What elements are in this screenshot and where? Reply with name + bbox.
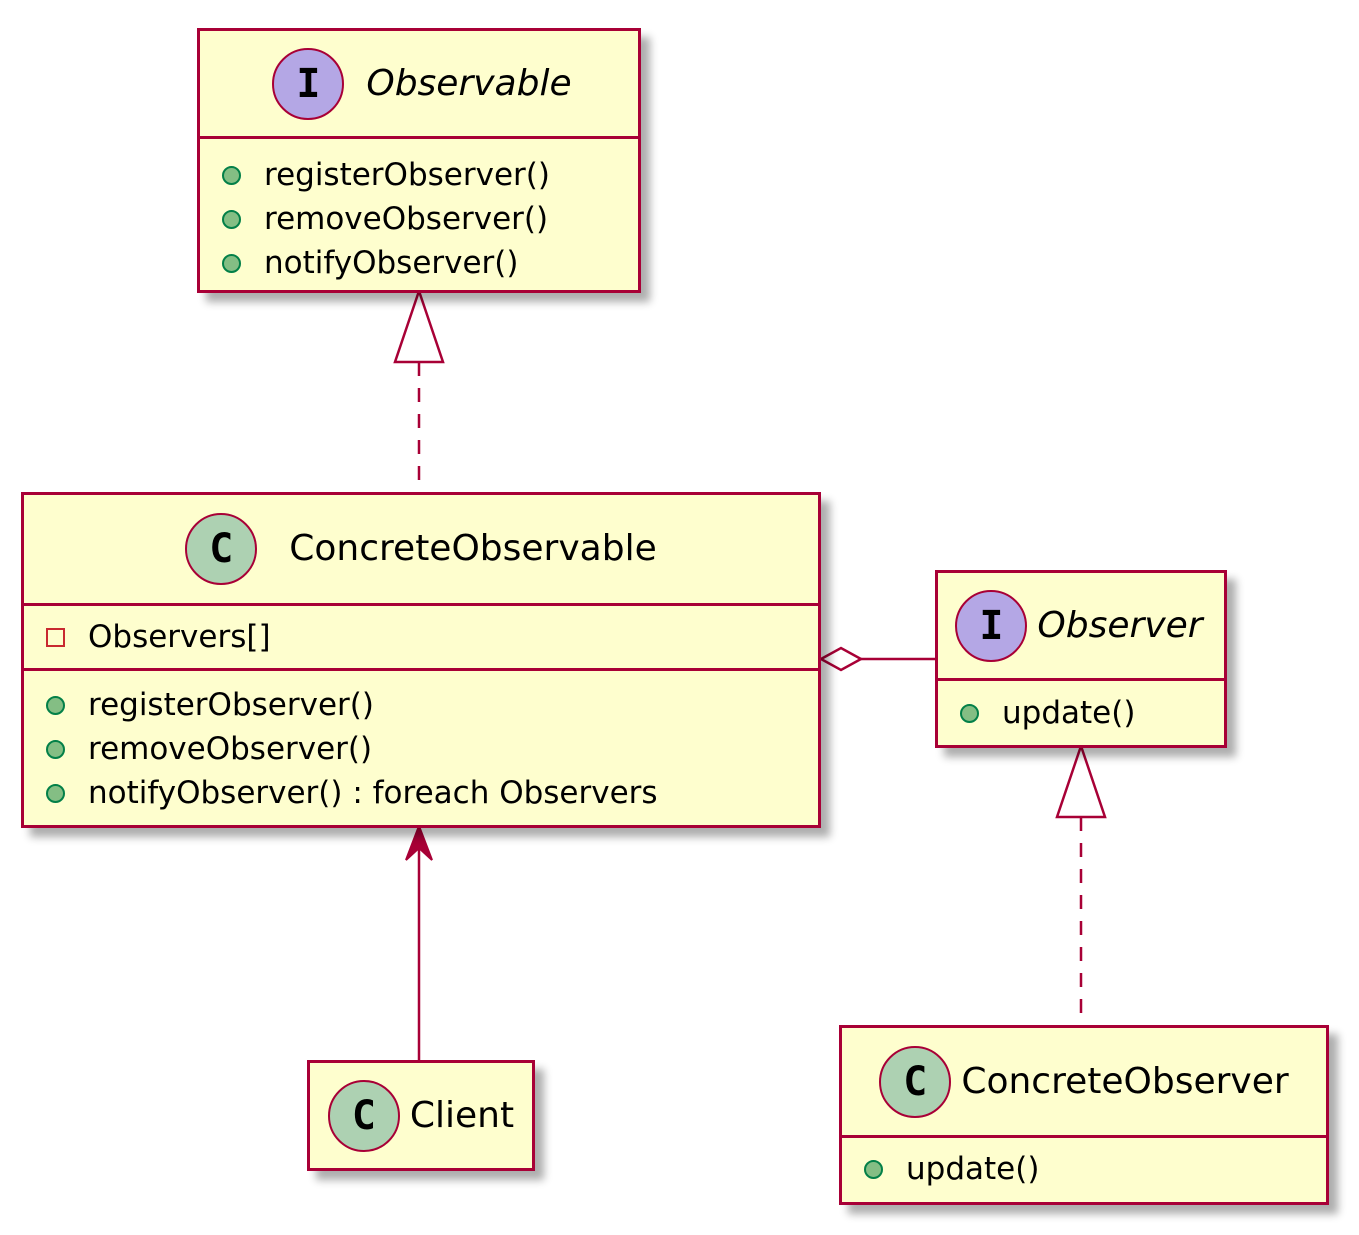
method-row: update() (864, 1147, 1326, 1191)
method-text: notifyObserver() : foreach Observers (88, 775, 658, 811)
realization-arrowhead-observable (393, 287, 445, 364)
method-row: registerObserver() (222, 153, 638, 197)
method-row: removeObserver() (46, 727, 818, 771)
class-badge-icon: C (185, 513, 258, 585)
public-method-icon (960, 703, 979, 723)
class-name: ConcreteObserver (961, 1060, 1289, 1102)
interface-badge-icon: I (955, 589, 1028, 662)
method-row: removeObserver() (222, 197, 638, 241)
method-section: update() (938, 681, 1224, 745)
method-text: registerObserver() (264, 157, 550, 193)
class-name: Observer (1037, 604, 1203, 646)
field-text: Observers[] (88, 619, 271, 655)
class-badge-icon: C (327, 1079, 400, 1152)
method-section: registerObserver() removeObserver() noti… (200, 139, 638, 295)
class-name: ConcreteObservable (289, 528, 657, 569)
method-text: update() (906, 1151, 1040, 1187)
class-header: C ConcreteObserver (842, 1028, 1326, 1138)
public-method-icon (46, 783, 65, 803)
class-observable: I Observable registerObserver() removeOb… (197, 28, 641, 293)
method-row: notifyObserver() : foreach Observers (46, 771, 818, 815)
field-section: Observers[] (24, 606, 818, 671)
class-name: Observable (366, 62, 572, 104)
method-text: update() (1002, 695, 1136, 731)
class-client: C Client (307, 1060, 535, 1171)
class-name: Client (409, 1094, 515, 1136)
class-concrete-observable: C ConcreteObservable Observers[] registe… (21, 492, 821, 828)
method-section: registerObserver() removeObserver() noti… (24, 671, 818, 825)
class-badge-icon: C (879, 1045, 952, 1118)
public-method-icon (222, 165, 241, 185)
method-row: registerObserver() (46, 683, 818, 727)
class-observer: I Observer update() (935, 570, 1227, 748)
method-text: registerObserver() (88, 687, 374, 723)
method-row: notifyObserver() (222, 241, 638, 285)
method-row: update() (960, 691, 1224, 735)
interface-badge-icon: I (272, 47, 345, 120)
class-header: I Observable (200, 31, 638, 139)
method-text: removeObserver() (88, 731, 373, 767)
public-method-icon (222, 253, 241, 273)
aggregation-diamond (818, 646, 864, 672)
association-arrowhead (405, 823, 433, 861)
public-method-icon (222, 209, 241, 229)
class-header: I Observer (938, 573, 1224, 681)
public-method-icon (46, 695, 65, 715)
public-method-icon (864, 1159, 883, 1179)
realization-arrowhead-observer (1055, 742, 1107, 819)
field-row: Observers[] (46, 615, 818, 659)
method-text: notifyObserver() (264, 245, 519, 281)
method-text: removeObserver() (264, 201, 549, 237)
private-field-icon (46, 627, 65, 647)
method-section: update() (842, 1138, 1326, 1201)
class-header: C Client (310, 1063, 532, 1168)
class-header: C ConcreteObservable (24, 495, 818, 606)
public-method-icon (46, 739, 65, 759)
class-concrete-observer: C ConcreteObserver update() (839, 1025, 1329, 1205)
